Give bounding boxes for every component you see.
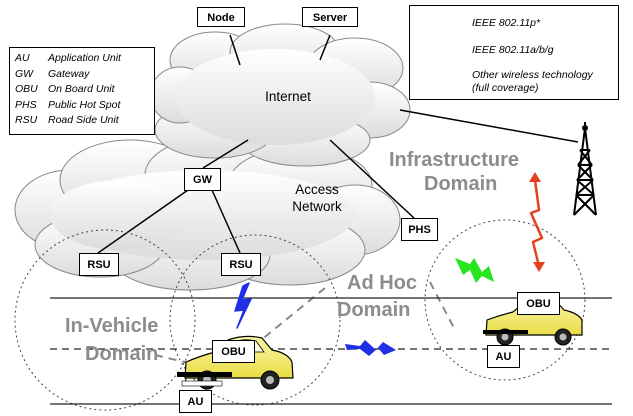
abbr-meaning: On Board Unit (48, 83, 115, 95)
blue-lightning-link-1-icon (234, 282, 252, 329)
abbr-row: PHS Public Hot Spot (15, 98, 149, 114)
phs-box: PHS (401, 218, 438, 241)
rsu-left-box: RSU (79, 253, 119, 276)
access-network-label-line1: Access (295, 182, 339, 197)
au-car1-box: AU (179, 390, 212, 413)
abbr-row: AU Application Unit (15, 51, 149, 67)
au-car2-box: AU (487, 345, 520, 368)
gateway-box: GW (184, 168, 221, 191)
abbr-meaning: Application Unit (48, 52, 121, 64)
antenna-tower-icon (573, 122, 597, 216)
blue-lightning-link-2-icon (345, 340, 396, 356)
invehicle-domain-label-line1: In-Vehicle (65, 315, 159, 337)
obu-car1-box: OBU (212, 340, 255, 363)
legend-label-other-line2: (full coverage) (472, 82, 539, 94)
abbr-meaning: Gateway (48, 67, 90, 80)
infrastructure-domain-label-line2: Domain (424, 173, 498, 195)
adhoc-domain-label-line1: Ad Hoc (347, 272, 417, 294)
abbr-meaning: Road Side Unit (48, 114, 119, 126)
infrastructure-domain-label-line1: Infrastructure (389, 149, 520, 171)
abbr-code: AU (15, 52, 30, 64)
legend-label-other-line1: Other wireless technology (472, 69, 593, 81)
invehicle-domain-label-line2: Domain (85, 343, 159, 365)
abbr-row: OBU On Board Unit (15, 82, 149, 98)
legend-label-80211abg: IEEE 802.11a/b/g (472, 44, 554, 56)
abbr-code: OBU (15, 83, 38, 95)
red-lightning-link-icon (529, 172, 545, 272)
wireless-legend: IEEE 802.11p* IEEE 802.11a/b/g Other wir… (409, 5, 619, 100)
abbr-row: RSU Road Side Unit (15, 113, 149, 129)
abbreviation-key: AU Application Unit GW Gateway OBU On Board… (9, 47, 155, 135)
abbr-row: GW Gateway (15, 67, 149, 83)
node-box: Node (197, 7, 245, 27)
abbr-meaning: Public Hot Spot (48, 98, 121, 111)
obu-car2-box: OBU (517, 292, 560, 315)
abbr-code: GW (15, 67, 34, 80)
links (97, 34, 579, 254)
adhoc-domain-label-line2: Domain (337, 299, 411, 321)
rsu-right-box: RSU (221, 253, 261, 276)
access-network-label-line2: Network (292, 199, 342, 214)
domain-circles (14, 219, 586, 411)
internet-label: Internet (265, 89, 311, 104)
dashed-links (154, 281, 456, 369)
abbr-code: RSU (15, 114, 38, 126)
legend-label-80211p: IEEE 802.11p* (472, 17, 541, 29)
green-lightning-link-icon (455, 258, 494, 283)
server-box: Server (302, 7, 358, 27)
abbr-code: PHS (15, 98, 37, 111)
